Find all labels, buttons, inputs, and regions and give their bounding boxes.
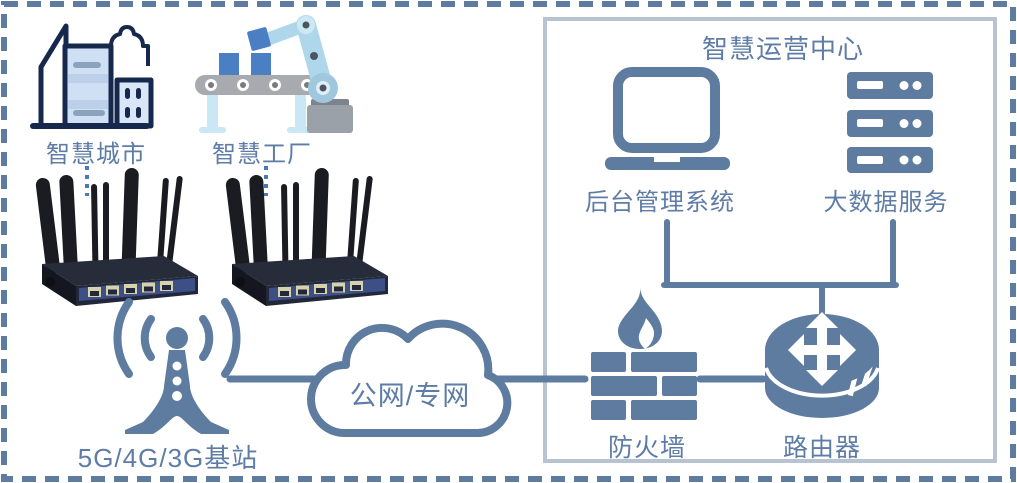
big-data-label: 大数据服务 — [823, 189, 949, 216]
firewall-label: 防火墙 — [607, 434, 687, 462]
smart-factory-label: 智慧工厂 — [212, 141, 312, 168]
smart-city-label: 智慧城市 — [46, 141, 146, 168]
industrial-router-device-icon — [35, 167, 198, 306]
cloud-label: 公网/专网 — [349, 381, 471, 411]
base-station-label: 5G/4G/3G基站 — [77, 443, 259, 473]
label-dotted-connectors — [85, 166, 268, 196]
operations-center-title: 智慧运营中心 — [701, 34, 865, 64]
router-label: 路由器 — [782, 434, 862, 462]
signal-tower-icon — [113, 298, 241, 434]
city-buildings-icon — [30, 23, 154, 129]
industrial-router-device-icon — [225, 167, 388, 306]
robot-arm-conveyor-icon — [195, 15, 353, 133]
backend-system-label: 后台管理系统 — [585, 189, 735, 216]
operations-center-panel — [543, 17, 997, 463]
